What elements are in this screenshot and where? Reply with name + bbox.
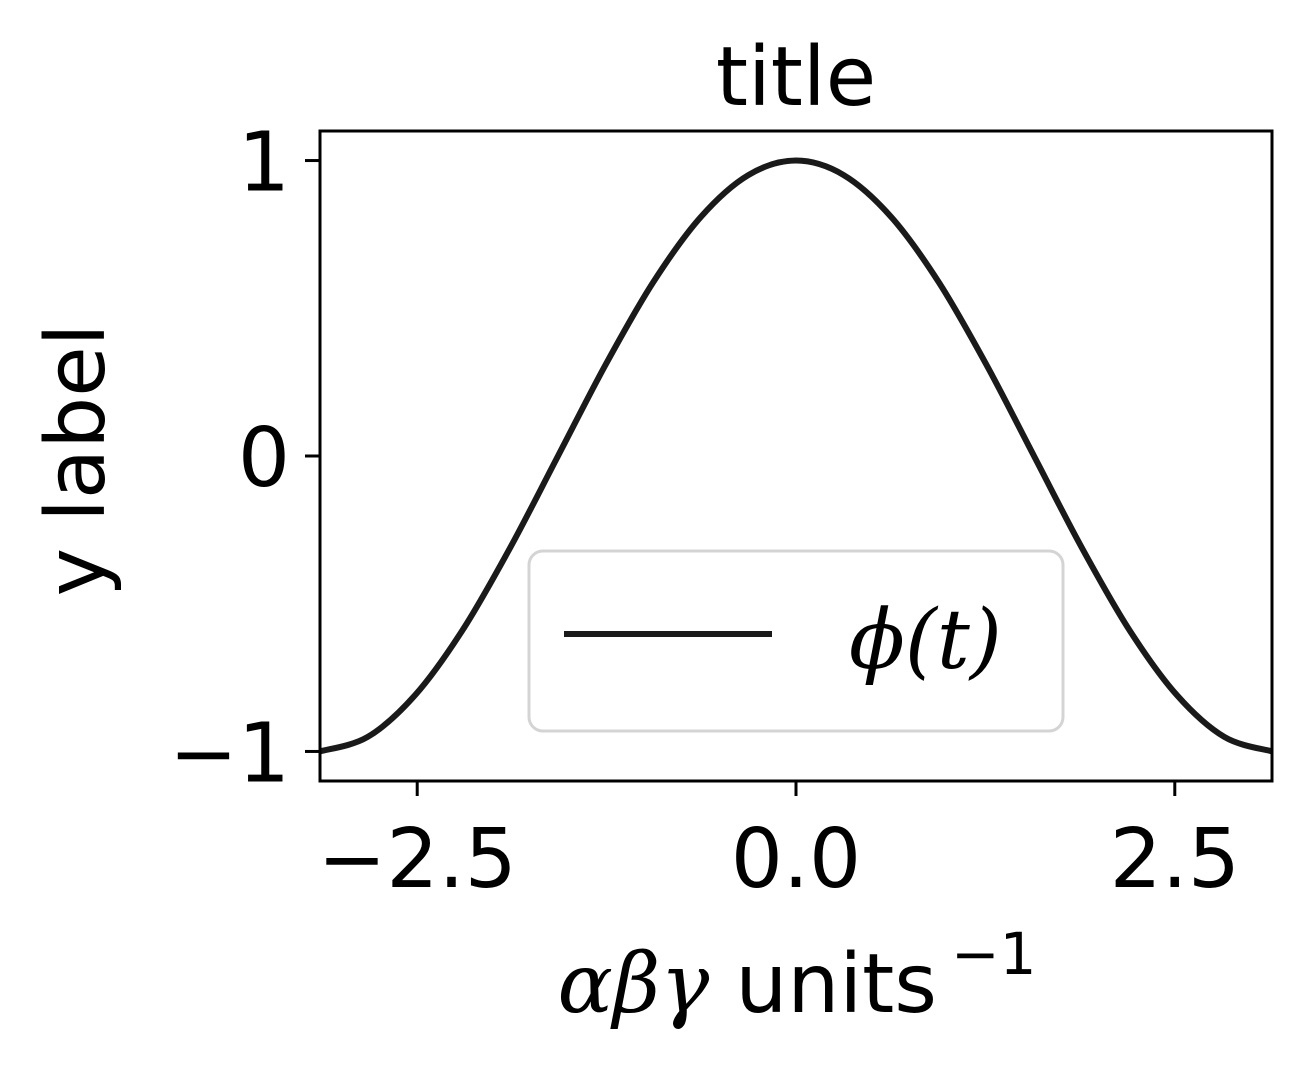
x-tick-label: 0.0 (731, 812, 861, 907)
y-tick-label: −1 (169, 706, 290, 801)
y-tick-label: 1 (238, 116, 290, 211)
x-ticks: −2.5 0.0 2.5 (318, 781, 1240, 907)
x-axis-label-units: units (709, 937, 937, 1032)
y-axis-label: y label (29, 324, 124, 597)
x-axis-label-exponent: −1 (951, 920, 1037, 988)
legend-label: ϕ(t) (849, 593, 1002, 688)
x-tick-label: −2.5 (318, 812, 517, 907)
legend-box (527, 549, 1065, 733)
y-tick-label: 0 (238, 411, 290, 506)
series-line-0 (320, 157, 1272, 755)
x-tick-label: 2.5 (1110, 812, 1240, 907)
x-axis-label-math: αβγ (558, 937, 711, 1032)
chart-title: title (716, 30, 876, 125)
x-axis-label: αβγ units−1 (558, 920, 1037, 1032)
legend: ϕ(t) (527, 549, 1065, 733)
legend-label-text: ϕ(t) (849, 593, 1002, 688)
y-ticks: −1 0 1 (169, 116, 320, 801)
